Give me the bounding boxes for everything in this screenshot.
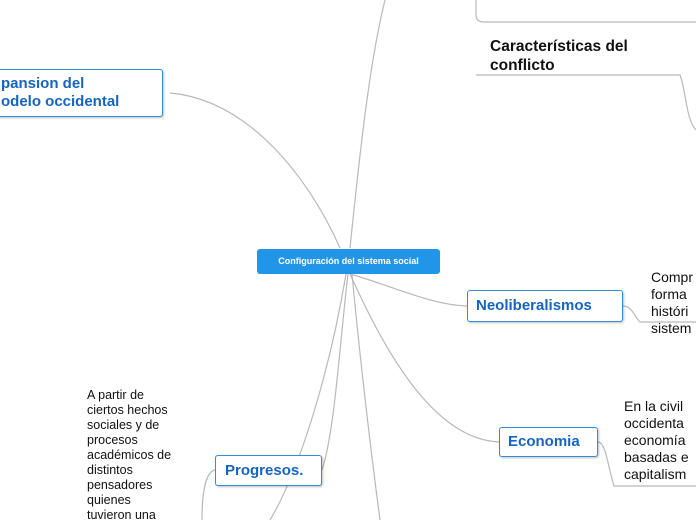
- heading-caracteristicas-del-conflicto[interactable]: Características del conflicto: [490, 38, 628, 74]
- connector-neoliberalismos-note: [622, 305, 696, 323]
- note-neoliberalismos: Compr forma históri sistem: [651, 269, 694, 336]
- connector-progresos-note: [201, 469, 216, 520]
- note-economia: En la civil occidenta economía basadas e…: [624, 398, 689, 482]
- connector-economia-note: [597, 441, 696, 487]
- connector-bottom-right: [351, 273, 381, 520]
- topic-neoliberalismos[interactable]: Neoliberalismos: [467, 290, 623, 322]
- connector-expansion: [169, 92, 341, 249]
- connector-heading-underline: [476, 74, 696, 131]
- note-progresos: A partir de ciertos hechos sociales y de…: [87, 388, 172, 520]
- central-topic[interactable]: Configuración del sistema social: [257, 249, 440, 274]
- connector-top: [349, 0, 386, 249]
- connector-neoliberalismos: [349, 273, 468, 307]
- topic-progresos[interactable]: Progresos.: [215, 455, 322, 486]
- connector-economia: [349, 273, 501, 443]
- connector-bottom-left: [269, 273, 347, 520]
- connector-progresos: [321, 273, 349, 471]
- topic-economia[interactable]: Economia: [499, 427, 598, 457]
- connector-heading-branch: [475, 0, 696, 23]
- topic-expansion-modelo-occidental[interactable]: pansion del odelo occidental: [0, 69, 163, 117]
